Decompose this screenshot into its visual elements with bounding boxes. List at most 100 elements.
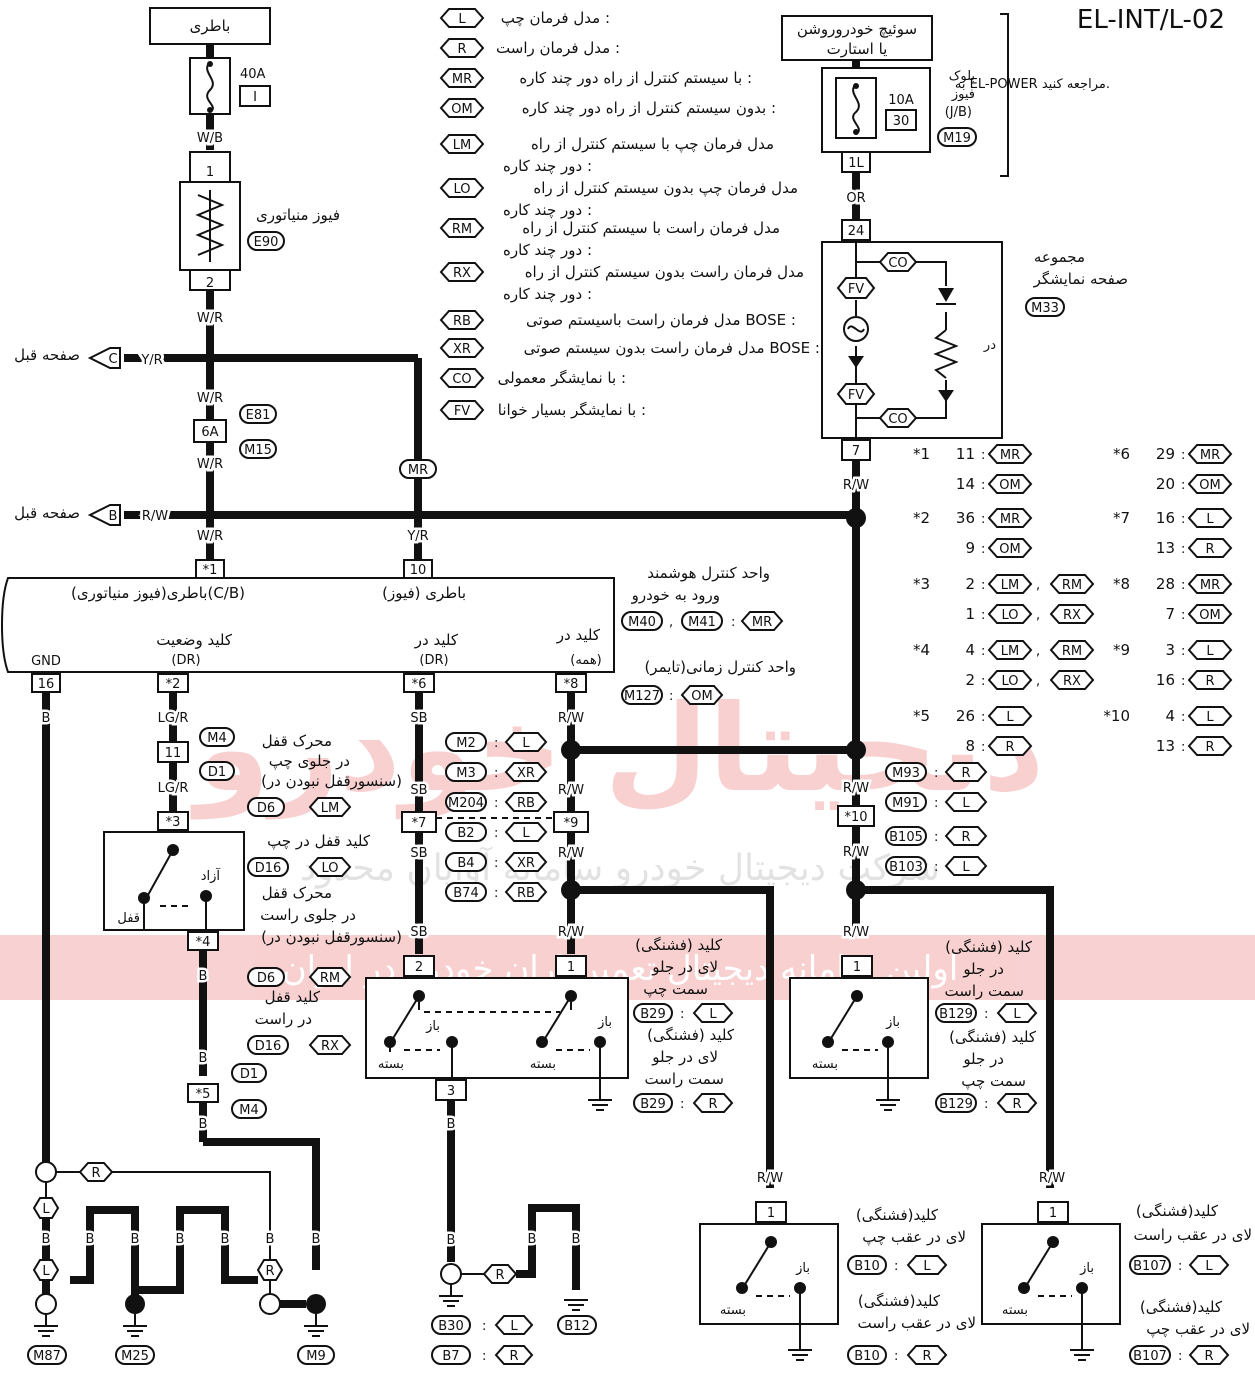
combination-meter: [821, 241, 1003, 439]
colon-b107b: :: [1178, 1349, 1182, 1364]
right-tag-0-shape: [944, 762, 988, 782]
mid-tag-1-shape: [504, 762, 548, 782]
star-tag-3-1-shape: [987, 670, 1033, 690]
rl-closed: بسته: [720, 1303, 746, 1318]
right-tag-3-shape: [944, 856, 988, 876]
mid-conn-5: B74: [453, 886, 478, 901]
pin-star9: *9: [564, 816, 579, 831]
star-num-9-0: 4: [1165, 707, 1175, 725]
star-tag-6-1-shape: [1187, 538, 1233, 558]
conn-b10a: B10: [854, 1259, 879, 1274]
pin-star4: *4: [196, 935, 211, 950]
star-tag-3-1: LO: [1001, 674, 1018, 689]
fs-closed-2: بسته: [530, 1057, 556, 1072]
comma1: ,: [669, 615, 673, 630]
prev-page-c: صفحه قبل: [14, 346, 80, 364]
star-num-1-1: 9: [965, 539, 975, 557]
star-tag-1-1: OM: [999, 542, 1020, 557]
cu-dr2: (DR): [419, 653, 448, 668]
fs-closed-1: بسته: [378, 1057, 404, 1072]
legend-tag-rb: RB: [453, 314, 471, 329]
conn-d1b: D1: [240, 1067, 258, 1082]
mid-conn-shape-2: [445, 792, 487, 812]
wire-b-3: B: [199, 1051, 208, 1066]
cu-door-all: کلید در: [556, 626, 601, 644]
tag-b10b: R: [922, 1349, 931, 1364]
wire-yr-2: Y/R: [406, 529, 428, 544]
cu-door-sw: کلید در: [414, 631, 459, 649]
star-tag-8-1: R: [1205, 674, 1214, 689]
battery-box: [149, 7, 271, 45]
star-tag2-2-1-shape: [1049, 604, 1095, 624]
mid-conn-shape-4: [445, 852, 487, 872]
meter-label1: مجموعه: [1034, 248, 1085, 266]
fr2-t3: سمت راست: [945, 982, 1024, 1000]
pin-star7: *7: [412, 816, 427, 831]
mid-tag-5-shape: [504, 882, 548, 902]
star-tag-1-0-shape: [987, 508, 1033, 528]
star-colon-5-1: :: [1181, 478, 1185, 493]
tag-rm: RM: [320, 971, 340, 986]
fusible-pin-1: 1: [206, 165, 214, 180]
pin-6a: 6A: [201, 425, 218, 440]
fls-t1: کلید (فشنگی): [635, 936, 723, 954]
wire-b-g1: B: [42, 1232, 51, 1247]
pin-fr2: 1: [853, 960, 861, 975]
wire-b-g7: B: [312, 1232, 321, 1247]
fusible-pin-2: 2: [206, 276, 214, 291]
mid-conn-1: M3: [456, 766, 476, 781]
legend-tag-rm-shape: [439, 218, 485, 238]
fuse-40a-amp: 40A: [240, 67, 266, 82]
fr2-t1: کلید (فشنگی): [945, 938, 1033, 956]
star-tag-0-0: MR: [1000, 448, 1020, 463]
mid-conn-0: M2: [456, 736, 476, 751]
rr-t4: لای در عقب چپ: [1146, 1320, 1250, 1339]
star-id-3: *4: [913, 641, 930, 659]
star-num-4-0: 26: [956, 707, 975, 725]
legend-tag-xr-shape: [439, 338, 485, 358]
fs-open-2: باز: [597, 1015, 612, 1030]
cu-all: (همه): [570, 653, 602, 668]
actuator-fr-t6: (سنسورقفل نبودن در): [261, 928, 402, 946]
mid-colon-5: :: [494, 886, 498, 901]
wire-rw-10a: R/W: [843, 781, 869, 796]
fr2-t5: در جلو: [962, 1050, 1004, 1068]
pin-1l: 1L: [848, 156, 864, 171]
star-tag-8-1-shape: [1187, 670, 1233, 690]
wire-lgr-2: LG/R: [158, 781, 189, 796]
star-colon-1-0: :: [981, 512, 985, 527]
wire-wr-2: W/R: [197, 391, 223, 406]
colon-b129a: :: [984, 1007, 988, 1022]
star-tag2-2-0-shape: [1049, 574, 1095, 594]
star-tag-5-1: OM: [1199, 478, 1220, 493]
star-tag-8-0-shape: [1187, 640, 1233, 660]
pin-star3: *3: [166, 815, 181, 830]
fuse-40a-no: I: [253, 90, 257, 105]
wire-b-g9: B: [572, 1232, 581, 1247]
star-num-9-1: 13: [1156, 737, 1175, 755]
colon-b10b: :: [894, 1349, 898, 1364]
rl-t1: کلید(فشنگی): [856, 1206, 939, 1224]
control-unit-box: [1, 577, 615, 673]
legend-tag-fv: FV: [454, 404, 470, 419]
star-tag-2-1-shape: [987, 604, 1033, 624]
conn-b129a: B129: [939, 1007, 973, 1022]
right-tag-1-shape: [944, 792, 988, 812]
star-colon-0-1: :: [981, 478, 985, 493]
fr2-t2: در جلو: [962, 960, 1004, 978]
legend-text2-5: دور چند کاره :: [503, 201, 592, 219]
fls-t3: سمت چپ: [643, 980, 708, 999]
legend-tag-r-shape: [439, 38, 485, 58]
fuse-10a-amp: 10A: [888, 93, 914, 108]
mid-conn-2: M204: [448, 796, 484, 811]
right-conn-shape-1: [885, 792, 927, 812]
mid-colon-2: :: [494, 796, 498, 811]
conn-d16b: D16: [255, 1039, 282, 1054]
control-unit-title2: ورود به خودرو: [631, 586, 720, 604]
conn-e90: E90: [254, 235, 279, 250]
mid-colon-3: :: [494, 826, 498, 841]
legend-text2-4: دور چند کاره :: [503, 157, 592, 175]
star-colon-7-0: :: [1181, 578, 1185, 593]
